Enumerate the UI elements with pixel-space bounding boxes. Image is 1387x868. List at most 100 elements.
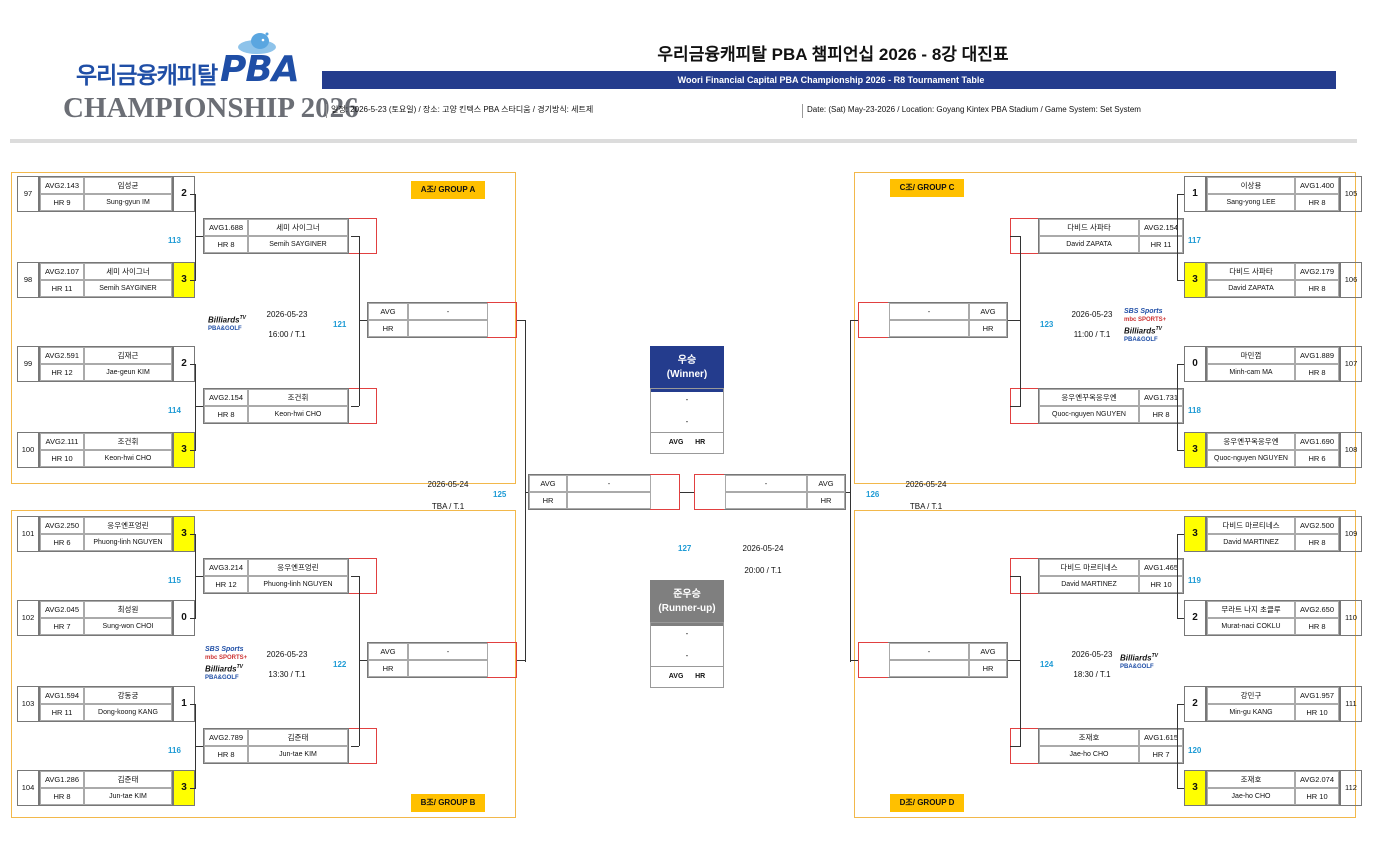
bracket-line: [359, 576, 360, 746]
player-name-en: Jae-ho CHO: [1039, 746, 1139, 763]
match-number: 119: [1188, 576, 1201, 585]
sf-avg: AVG: [368, 643, 408, 660]
player-name-en: Phuong-linh NGUYEN: [84, 534, 172, 551]
bracket-line: [1010, 746, 1021, 747]
player-name-en: Sung-won CHOI: [84, 618, 172, 635]
player-avg: AVG2.154: [1139, 219, 1183, 236]
player-avg: AVG1.688: [204, 219, 248, 236]
seed-number: 101: [17, 516, 39, 552]
sf-hr: HR: [368, 320, 408, 337]
title-bar-edge: [322, 71, 326, 89]
sf-name-2: [408, 320, 488, 337]
runnerup-line-2: -: [651, 645, 723, 667]
player-name-kr: 응우옌프엉린: [248, 559, 348, 576]
player-name-kr: 조건휘: [248, 389, 348, 406]
player-hr: HR 7: [40, 618, 84, 635]
final-name-2: [567, 492, 651, 509]
bracket-line: [1177, 534, 1184, 535]
player-avg: AVG2.107: [40, 263, 84, 280]
billiards-text: Billiards: [1124, 326, 1156, 336]
logo-pba-text: PBA: [220, 49, 300, 90]
result-box: [650, 474, 680, 510]
bracket-line: [1177, 194, 1178, 280]
match-date: 2026-05-23: [266, 650, 308, 659]
match-number-final: 127: [678, 544, 692, 553]
page-title: 우리금융캐피탈 PBA 챔피언십 2026 - 8강 대진표: [657, 45, 1009, 64]
player-hr: HR 6: [40, 534, 84, 551]
player-hr: HR 11: [1139, 236, 1183, 253]
match-number: 118: [1188, 406, 1201, 415]
result-box: [858, 302, 888, 338]
player-hr: HR 9: [40, 194, 84, 211]
sf-avg: AVG: [969, 643, 1007, 660]
mbc-sports-logo: mbc SPORTS+: [205, 655, 248, 661]
bracket-line: [190, 194, 196, 195]
sf-hr: HR: [368, 660, 408, 677]
player-avg: AVG1.286: [40, 771, 84, 788]
bracket-line: [1008, 320, 1020, 321]
bracket-line: [1177, 746, 1178, 747]
player-hr: HR 8: [204, 236, 248, 253]
player-hr: HR 8: [1295, 618, 1339, 635]
player-avg: AVG1.690: [1295, 433, 1339, 450]
bracket-line: [195, 576, 203, 577]
player-avg: AVG2.650: [1295, 601, 1339, 618]
player-hr: HR 10: [1295, 788, 1339, 805]
bracket-line: [190, 534, 196, 535]
seed-number: 111: [1340, 686, 1362, 722]
bracket-line: [1177, 704, 1184, 705]
group-a-frame: [11, 172, 516, 484]
billiards-tv-text: BilliardsTV: [1120, 652, 1158, 663]
player-name-en: Jae-geun KIM: [84, 364, 172, 381]
final-name-2: [725, 492, 807, 509]
result-box: [487, 302, 517, 338]
player-hr: HR 12: [40, 364, 84, 381]
sf-hr: HR: [969, 320, 1007, 337]
player-hr: HR 8: [1295, 194, 1339, 211]
sf-name: -: [408, 643, 488, 660]
player-name-en: David MARTINEZ: [1039, 576, 1139, 593]
bracket-line: [1177, 194, 1184, 195]
mascot-icon: [238, 32, 276, 54]
seed-number: 103: [17, 686, 39, 722]
group-d-frame: [854, 510, 1356, 818]
bracket-line: [850, 320, 858, 321]
bracket-line: [190, 280, 196, 281]
seed-number: 100: [17, 432, 39, 468]
player-name-kr: 다비드 사파타: [1207, 263, 1295, 280]
winner-title: 우승: [677, 355, 697, 366]
sf-name: -: [889, 303, 969, 320]
bracket-line: [525, 320, 526, 662]
bracket-line: [1177, 280, 1184, 281]
match-date: 2026-05-23: [1071, 310, 1113, 319]
bracket-line: [1177, 618, 1184, 619]
runnerup-avg: AVG: [668, 673, 684, 680]
semifinal-card[interactable]: AVG-HR: [367, 642, 517, 678]
